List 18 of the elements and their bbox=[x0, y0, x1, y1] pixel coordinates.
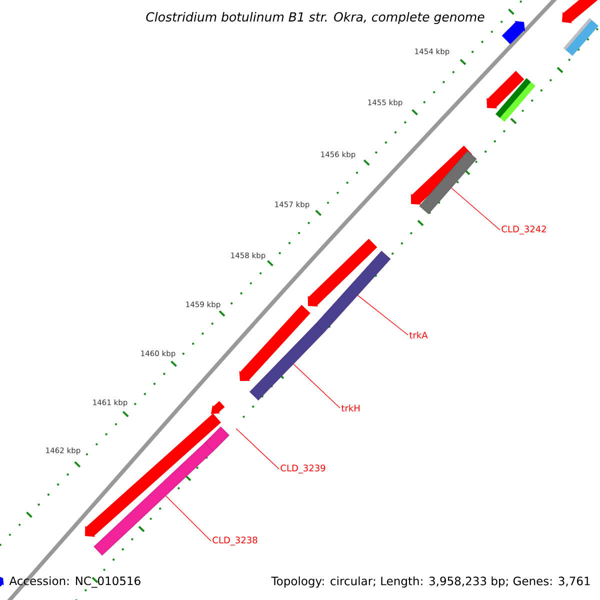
leader-line bbox=[450, 188, 500, 230]
gene-label: trkH bbox=[341, 404, 360, 412]
gene-bar bbox=[315, 250, 391, 332]
leader-line bbox=[357, 294, 408, 336]
leader-line bbox=[293, 364, 340, 408]
gene-bar bbox=[250, 324, 325, 400]
gene-bar bbox=[419, 150, 477, 214]
leader-line bbox=[236, 428, 280, 470]
title: Clostridium botulinum B1 str. Okra, complete genome bbox=[146, 12, 484, 24]
gene-bar bbox=[94, 442, 214, 556]
gene-label: CLD_3238 bbox=[212, 536, 258, 546]
gene-label: trkA bbox=[409, 332, 428, 338]
gene-label: CLD_3239 bbox=[280, 464, 326, 474]
genome-info-text: Topology: circular; Length: 3,958,233 bp; Genes: 3,761 bbox=[271, 576, 590, 588]
gene-label: CLD_3242 bbox=[502, 226, 546, 234]
gene-bar bbox=[204, 426, 230, 452]
leader-line bbox=[165, 495, 212, 542]
accession-text: Accession: NC_010516 bbox=[9, 576, 140, 588]
